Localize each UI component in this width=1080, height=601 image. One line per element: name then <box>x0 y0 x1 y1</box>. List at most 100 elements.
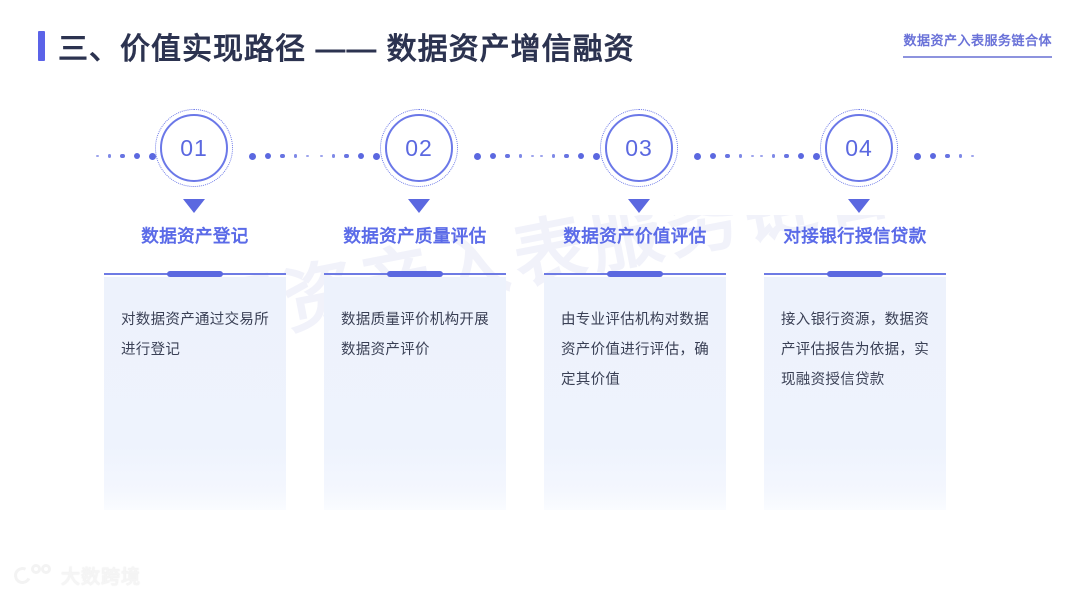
step-divider <box>324 270 506 277</box>
dot <box>505 153 510 159</box>
page-title: 三、价值实现路径 —— 数据资产增信融资 <box>38 24 635 68</box>
step-column-03: 数据资产价值评估 由专业评估机构对数据资产价值进行评估，确定其价值 <box>544 226 726 510</box>
divider-nub <box>827 270 883 277</box>
step-columns: 数据资产登记 对数据资产通过交易所进行登记 数据资产质量评估 数据质量评价机构开… <box>0 226 1080 528</box>
step-column-02: 数据资产质量评估 数据质量评价机构开展数据资产评价 <box>324 226 506 510</box>
connector-dots-02-out <box>474 150 534 162</box>
dot <box>694 152 701 160</box>
step-title: 对接银行授信贷款 <box>783 226 927 246</box>
down-triangle-icon <box>628 199 650 213</box>
node-ring: 03 <box>605 114 673 182</box>
dot <box>738 154 742 158</box>
dot <box>320 154 323 158</box>
step-divider <box>104 270 286 277</box>
node-dotted-ring-icon <box>155 109 233 187</box>
step-title: 数据资产质量评估 <box>343 226 487 246</box>
title-accent-bar <box>38 31 45 61</box>
corner-tag: 数据资产入表服务链合体 <box>903 30 1052 58</box>
down-triangle-icon <box>408 199 430 213</box>
dot <box>265 153 271 159</box>
dot <box>474 152 481 160</box>
timeline-node-03[interactable]: 03 <box>590 108 690 213</box>
dot <box>945 153 950 159</box>
step-column-04: 对接银行授信贷款 接入银行资源，数据资产评估报告为依据，实现融资授信贷款 <box>764 226 946 510</box>
timeline-node-01[interactable]: 01 <box>145 108 245 213</box>
node-number: 04 <box>845 134 873 161</box>
dot <box>540 154 543 158</box>
brand-name: 大数跨境 <box>61 567 142 588</box>
dot <box>751 154 754 158</box>
timeline-node-04[interactable]: 04 <box>810 108 910 213</box>
dot <box>331 154 335 158</box>
dot <box>812 152 820 160</box>
node-ring: 02 <box>385 114 453 182</box>
step-card: 接入银行资源，数据资产评估报告为依据，实现融资授信贷款 <box>764 276 946 510</box>
dot <box>306 154 309 158</box>
corner-tag-underline <box>903 56 1052 58</box>
dot <box>971 154 974 158</box>
dot <box>592 152 600 160</box>
step-title: 数据资产登记 <box>141 226 249 246</box>
dot <box>344 153 349 159</box>
step-body: 数据质量评价机构开展数据资产评价 <box>341 311 489 358</box>
dot <box>958 154 962 158</box>
step-divider <box>764 270 946 277</box>
dot <box>372 152 380 160</box>
down-triangle-icon <box>848 199 870 213</box>
dot <box>930 153 936 159</box>
corner-tag-text: 数据资产入表服务链合体 <box>903 33 1052 48</box>
dot <box>133 153 140 159</box>
dot <box>551 154 555 158</box>
step-column-01: 数据资产登记 对数据资产通过交易所进行登记 <box>104 226 286 510</box>
connector-dots-02-in <box>320 150 380 162</box>
brand-logo: 大数跨境 <box>11 562 142 589</box>
dot <box>293 154 297 158</box>
divider-nub <box>387 270 443 277</box>
dot <box>725 153 730 159</box>
step-body: 由专业评估机构对数据资产价值进行评估，确定其价值 <box>561 311 709 388</box>
node-ring: 04 <box>825 114 893 182</box>
connector-dots-lead <box>96 150 156 162</box>
dot <box>249 152 256 160</box>
dot <box>784 153 789 159</box>
node-dotted-ring-icon <box>380 109 458 187</box>
dot <box>148 152 156 160</box>
dot <box>564 153 569 159</box>
node-number: 02 <box>405 134 433 161</box>
down-triangle-icon <box>183 199 205 213</box>
node-ring: 01 <box>160 114 228 182</box>
step-divider <box>544 270 726 277</box>
timeline: 01 02 <box>0 108 1080 213</box>
connector-dots-03-out <box>694 150 754 162</box>
dot <box>710 153 716 159</box>
connector-dots-03-in <box>540 150 600 162</box>
step-card: 对数据资产通过交易所进行登记 <box>104 276 286 510</box>
dot <box>531 154 534 158</box>
dot <box>797 153 804 159</box>
connector-dots-trail <box>914 150 974 162</box>
timeline-node-02[interactable]: 02 <box>370 108 470 213</box>
step-card: 由专业评估机构对数据资产价值进行评估，确定其价值 <box>544 276 726 510</box>
dot <box>120 153 125 159</box>
step-title: 数据资产价值评估 <box>563 226 707 246</box>
dot <box>96 154 99 158</box>
divider-nub <box>607 270 663 277</box>
connector-dots-01-out <box>249 150 309 162</box>
title-text: 三、价值实现路径 —— 数据资产增信融资 <box>58 33 635 66</box>
dot <box>771 154 775 158</box>
logo-circle-shape <box>31 563 41 574</box>
slide-header: 三、价值实现路径 —— 数据资产增信融资 数据资产入表服务链合体 <box>0 0 1080 92</box>
step-card: 数据质量评价机构开展数据资产评价 <box>324 276 506 510</box>
step-body: 接入银行资源，数据资产评估报告为依据，实现融资授信贷款 <box>781 311 929 388</box>
node-number: 03 <box>625 134 653 161</box>
logo-circle-shape <box>41 563 51 574</box>
dot <box>107 154 111 158</box>
step-body: 对数据资产通过交易所进行登记 <box>121 311 269 358</box>
dot <box>914 152 921 160</box>
node-dotted-ring-icon <box>600 109 678 187</box>
node-dotted-ring-icon <box>820 109 898 187</box>
dot <box>280 153 285 159</box>
node-number: 01 <box>180 134 208 161</box>
dot <box>518 154 522 158</box>
